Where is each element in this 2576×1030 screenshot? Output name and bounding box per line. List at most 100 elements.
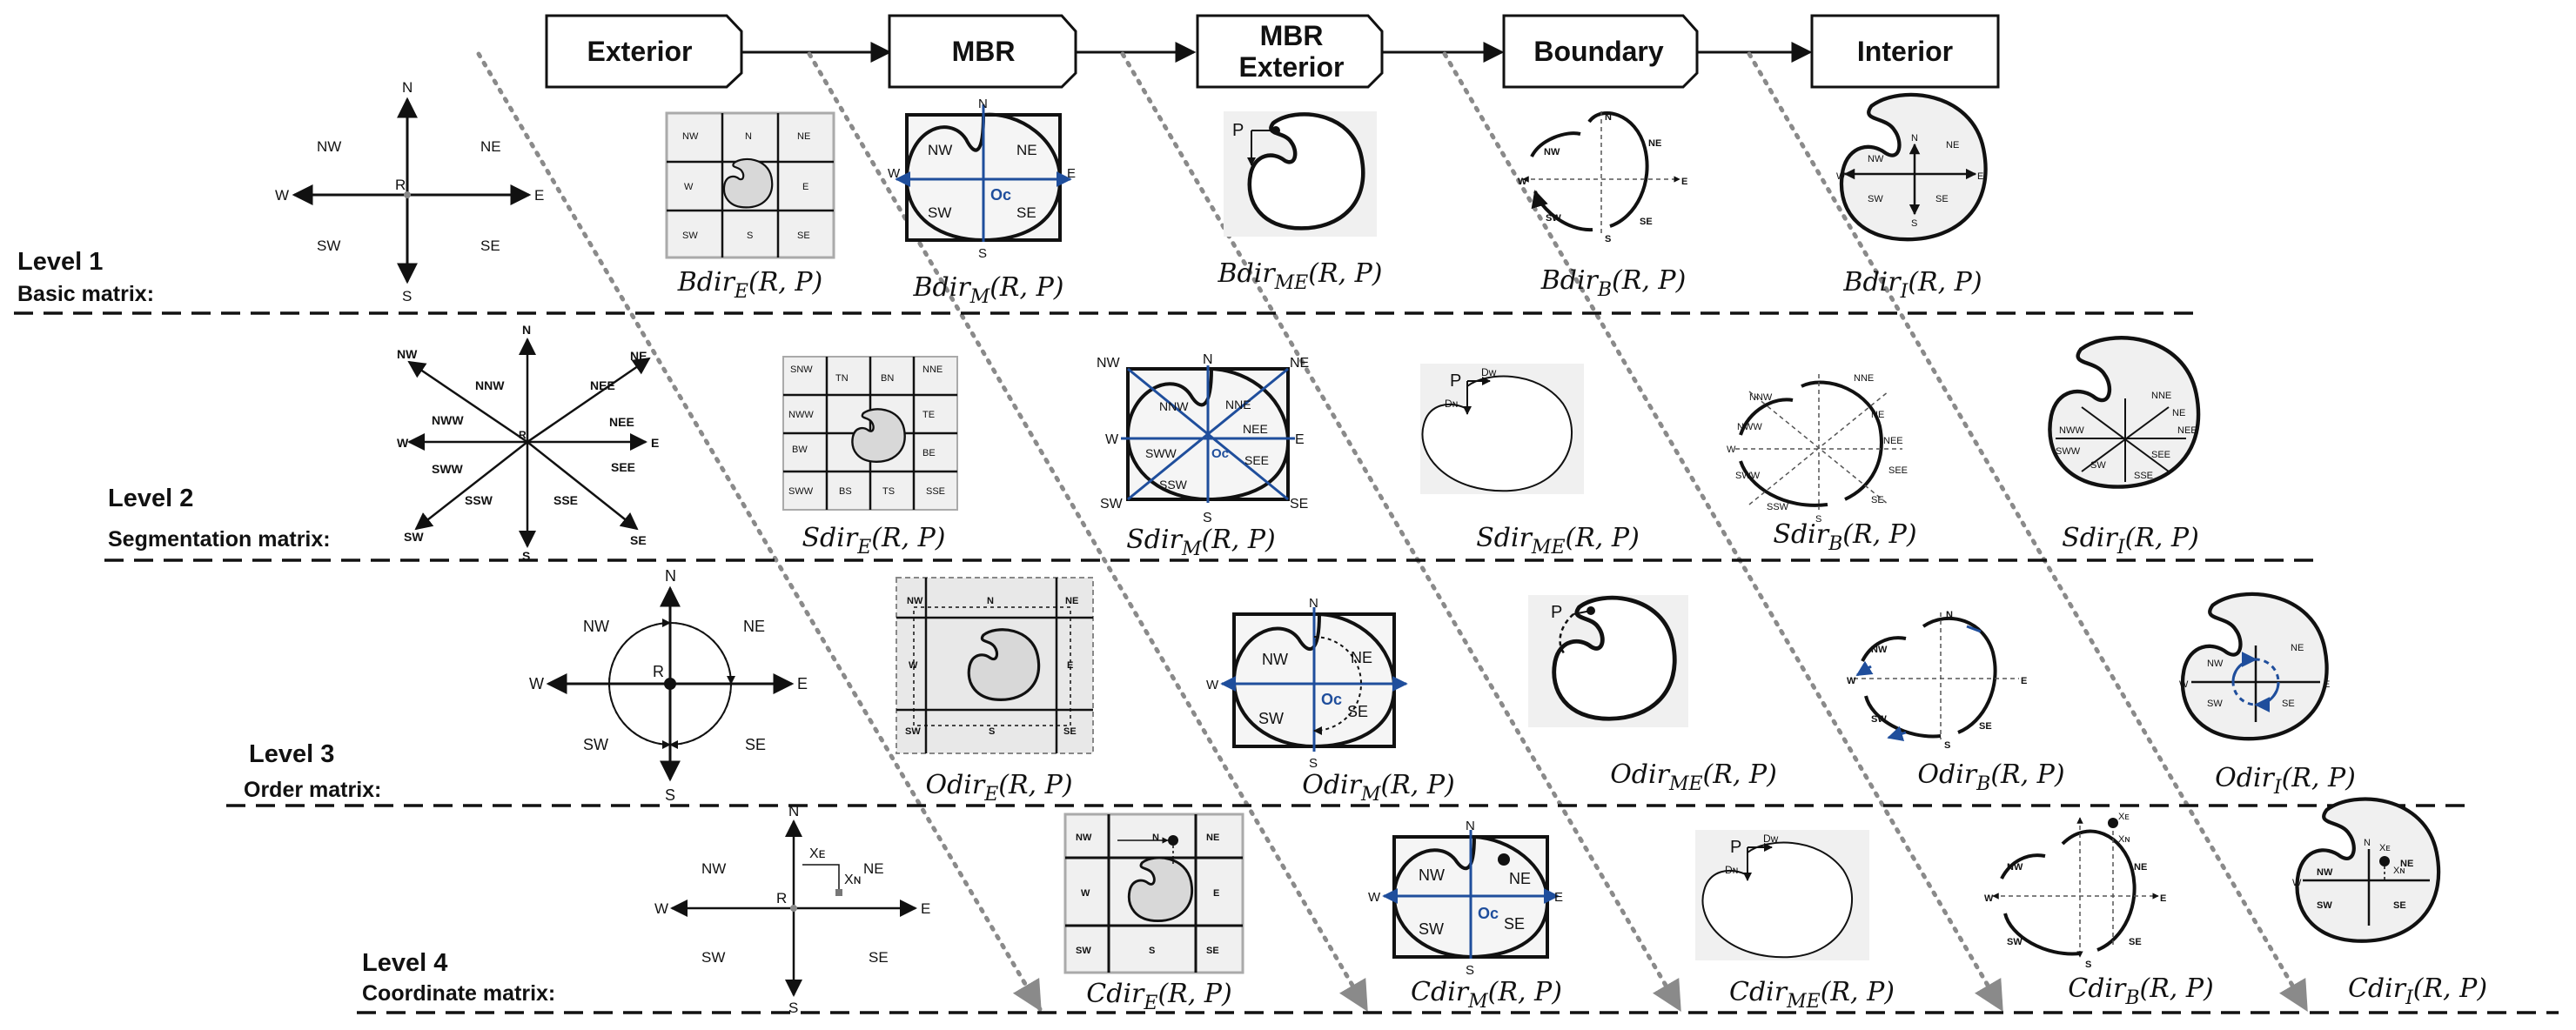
svg-text:NEE: NEE xyxy=(609,415,634,429)
svg-text:W: W xyxy=(654,900,668,917)
svg-text:NNW: NNW xyxy=(1749,392,1773,403)
svg-text:N: N xyxy=(978,97,988,111)
panel-bdir-interior: NW NE SW SE N S W E xyxy=(1836,95,1986,239)
svg-text:E: E xyxy=(534,187,544,204)
svg-text:SWW: SWW xyxy=(1145,446,1177,460)
svg-text:SW: SW xyxy=(404,530,424,544)
svg-text:SW: SW xyxy=(682,231,698,241)
svg-text:SE: SE xyxy=(1063,726,1077,737)
svg-text:SEE: SEE xyxy=(611,460,635,474)
svg-text:NWW: NWW xyxy=(432,413,464,427)
level-3-title: Level 3 xyxy=(249,740,334,768)
svg-text:P: P xyxy=(1551,603,1562,622)
svg-text:NW: NW xyxy=(1419,866,1445,884)
svg-text:NE: NE xyxy=(2134,862,2147,873)
svg-text:P: P xyxy=(1450,371,1461,391)
svg-text:SSE: SSE xyxy=(553,493,578,507)
svg-text:NW: NW xyxy=(2007,862,2023,873)
caption: OdirB(R, P) xyxy=(1917,759,2064,795)
caption: BdirE(R, P) xyxy=(677,267,823,303)
svg-text:S: S xyxy=(788,1000,798,1016)
svg-text:NWW: NWW xyxy=(2059,425,2084,436)
svg-text:W: W xyxy=(2292,878,2302,888)
svg-text:E: E xyxy=(2160,893,2166,904)
svg-text:SWW: SWW xyxy=(2056,446,2081,457)
svg-text:SW: SW xyxy=(701,949,725,966)
svg-text:W: W xyxy=(529,675,544,692)
svg-text:N: N xyxy=(1605,112,1612,123)
svg-text:R: R xyxy=(395,177,406,193)
svg-text:NW: NW xyxy=(1544,147,1560,157)
captions-row-1: BdirE(R, P) BdirM(R, P) BdirME(R, P) Bdi… xyxy=(677,258,1982,308)
svg-text:NW: NW xyxy=(701,860,726,877)
captions-row-4: CdirE(R, P) CdirM(R, P) CdirME(R, P) Cdi… xyxy=(1086,973,2487,1014)
svg-text:SW: SW xyxy=(1871,714,1887,725)
svg-text:TS: TS xyxy=(882,486,895,497)
svg-text:SSE: SSE xyxy=(2134,471,2153,481)
svg-text:W: W xyxy=(888,166,901,181)
svg-text:SSE: SSE xyxy=(926,486,945,497)
level-2-title: Level 2 xyxy=(108,485,193,512)
svg-text:NE: NE xyxy=(1351,649,1372,666)
svg-text:NW: NW xyxy=(1076,833,1092,843)
svg-text:SE: SE xyxy=(2129,937,2142,947)
caption: BdirME(R, P) xyxy=(1217,258,1382,294)
svg-text:E: E xyxy=(2324,679,2330,690)
svg-text:SW: SW xyxy=(1258,710,1284,727)
panel-cdir-interior: Xᴇ Xɴ NW NE SW SE N W xyxy=(2292,799,2438,941)
svg-text:SE: SE xyxy=(630,533,647,547)
svg-text:SW: SW xyxy=(317,237,340,254)
svg-text:NW: NW xyxy=(2317,867,2333,878)
svg-text:NW: NW xyxy=(928,142,952,158)
svg-text:W: W xyxy=(1836,171,1846,182)
svg-text:BS: BS xyxy=(839,486,852,497)
svg-text:SE: SE xyxy=(2282,699,2295,709)
svg-text:S: S xyxy=(1911,218,1917,229)
svg-text:NE: NE xyxy=(743,618,765,635)
svg-text:W: W xyxy=(1368,890,1381,905)
svg-text:N: N xyxy=(2364,838,2371,848)
stage-label-interior: Interior xyxy=(1857,36,1953,67)
stage-box-boundary: Boundary xyxy=(1502,14,1699,89)
svg-text:S: S xyxy=(1466,963,1474,978)
svg-text:NEE: NEE xyxy=(1243,422,1268,436)
svg-text:NNE: NNE xyxy=(2151,391,2171,401)
panel-odir-exterior: NW N NE W E SW S SE xyxy=(896,577,1094,754)
caption: SdirME(R, P) xyxy=(1476,523,1640,558)
svg-text:SWW: SWW xyxy=(1735,471,1761,481)
svg-text:W: W xyxy=(2179,679,2189,690)
svg-text:E: E xyxy=(1681,177,1687,187)
svg-text:SE: SE xyxy=(797,231,810,241)
caption: CdirME(R, P) xyxy=(1729,977,1895,1013)
svg-text:W: W xyxy=(1081,888,1090,899)
svg-text:S: S xyxy=(1309,756,1318,771)
svg-text:Dᴡ: Dᴡ xyxy=(1763,833,1779,845)
stage-label-boundary: Boundary xyxy=(1533,36,1664,67)
caption: OdirME(R, P) xyxy=(1610,759,1777,795)
svg-text:SW: SW xyxy=(1100,497,1124,512)
svg-text:W: W xyxy=(1518,177,1527,187)
svg-text:NE: NE xyxy=(480,138,501,155)
svg-text:SW: SW xyxy=(928,204,951,221)
svg-text:S: S xyxy=(747,231,753,241)
svg-text:Oc: Oc xyxy=(1321,691,1342,708)
caption: SdirI(R, P) xyxy=(2062,523,2199,558)
panel-cdir-exterior: NW N NE W E SW S SE xyxy=(1063,813,1244,974)
svg-text:R: R xyxy=(653,663,664,680)
stage-dividers xyxy=(476,51,2309,1013)
svg-text:S: S xyxy=(665,786,675,804)
svg-text:W: W xyxy=(1206,678,1219,692)
svg-text:N: N xyxy=(788,803,799,819)
svg-text:SE: SE xyxy=(2393,900,2406,911)
stage-label-mbr-exterior-line1: MBR xyxy=(1260,20,1324,51)
panel-bdir-mbr-exterior: P xyxy=(1224,111,1377,237)
caption: SdirE(R, P) xyxy=(802,523,945,558)
compass-basic: R N S E W NW NE SW SE xyxy=(275,79,544,304)
stage-label-mbr: MBR xyxy=(952,36,1016,67)
caption: CdirE(R, P) xyxy=(1086,979,1231,1014)
panel-cdir-boundary: Xᴇ Xɴ NW NE W E SW S SE xyxy=(1984,812,2166,970)
svg-text:SW: SW xyxy=(905,726,921,737)
stage-box-exterior: Exterior xyxy=(545,14,743,89)
svg-text:NE: NE xyxy=(1946,140,1959,150)
panel-sdir-mbr-exterior: P Dᴡ Dɴ xyxy=(1420,364,1584,494)
